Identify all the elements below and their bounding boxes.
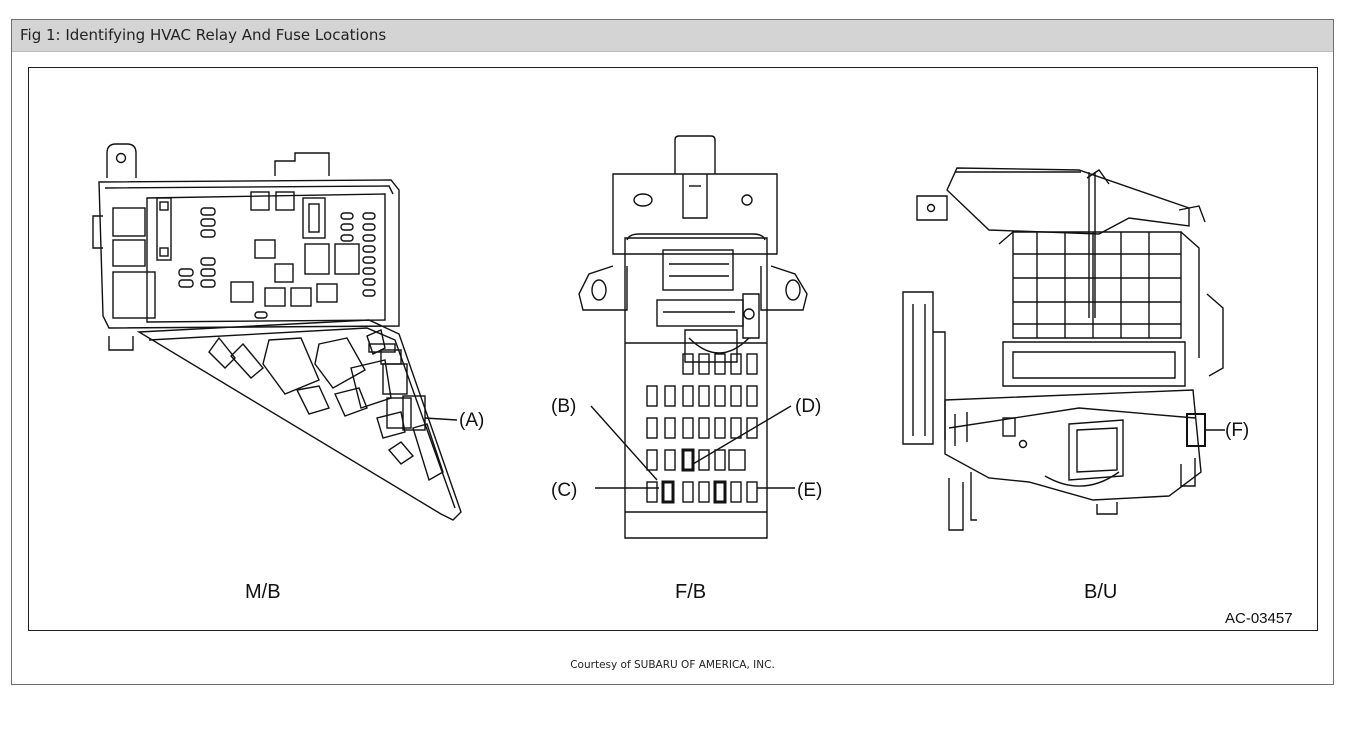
callout-d-label: (D) <box>795 396 821 417</box>
diagram-frame: (A) M/B <box>28 67 1318 631</box>
figure-header: Fig 1: Identifying HVAC Relay And Fuse L… <box>12 20 1333 52</box>
callout-b-label: (B) <box>551 396 576 417</box>
fuse-block-drawing <box>578 135 808 539</box>
component-label-mb: M/B <box>245 581 281 603</box>
component-label-bu: B/U <box>1084 581 1117 603</box>
component-label-fb: F/B <box>675 581 706 603</box>
figure-code: AC-03457 <box>1225 610 1293 627</box>
figure-panel: Fig 1: Identifying HVAC Relay And Fuse L… <box>11 19 1334 685</box>
callout-f-label: (F) <box>1225 420 1249 441</box>
callout-a-label: (A) <box>459 410 484 431</box>
figure-title: Fig 1: Identifying HVAC Relay And Fuse L… <box>20 26 387 44</box>
callout-e-label: (E) <box>797 480 822 501</box>
callout-c-label: (C) <box>551 480 577 501</box>
diagram-svg: (A) M/B <box>92 135 1293 627</box>
main-fuse-box-drawing <box>92 143 462 521</box>
courtesy-credit: Courtesy of SUBARU OF AMERICA, INC. <box>570 659 775 671</box>
blower-unit-drawing <box>902 167 1225 531</box>
